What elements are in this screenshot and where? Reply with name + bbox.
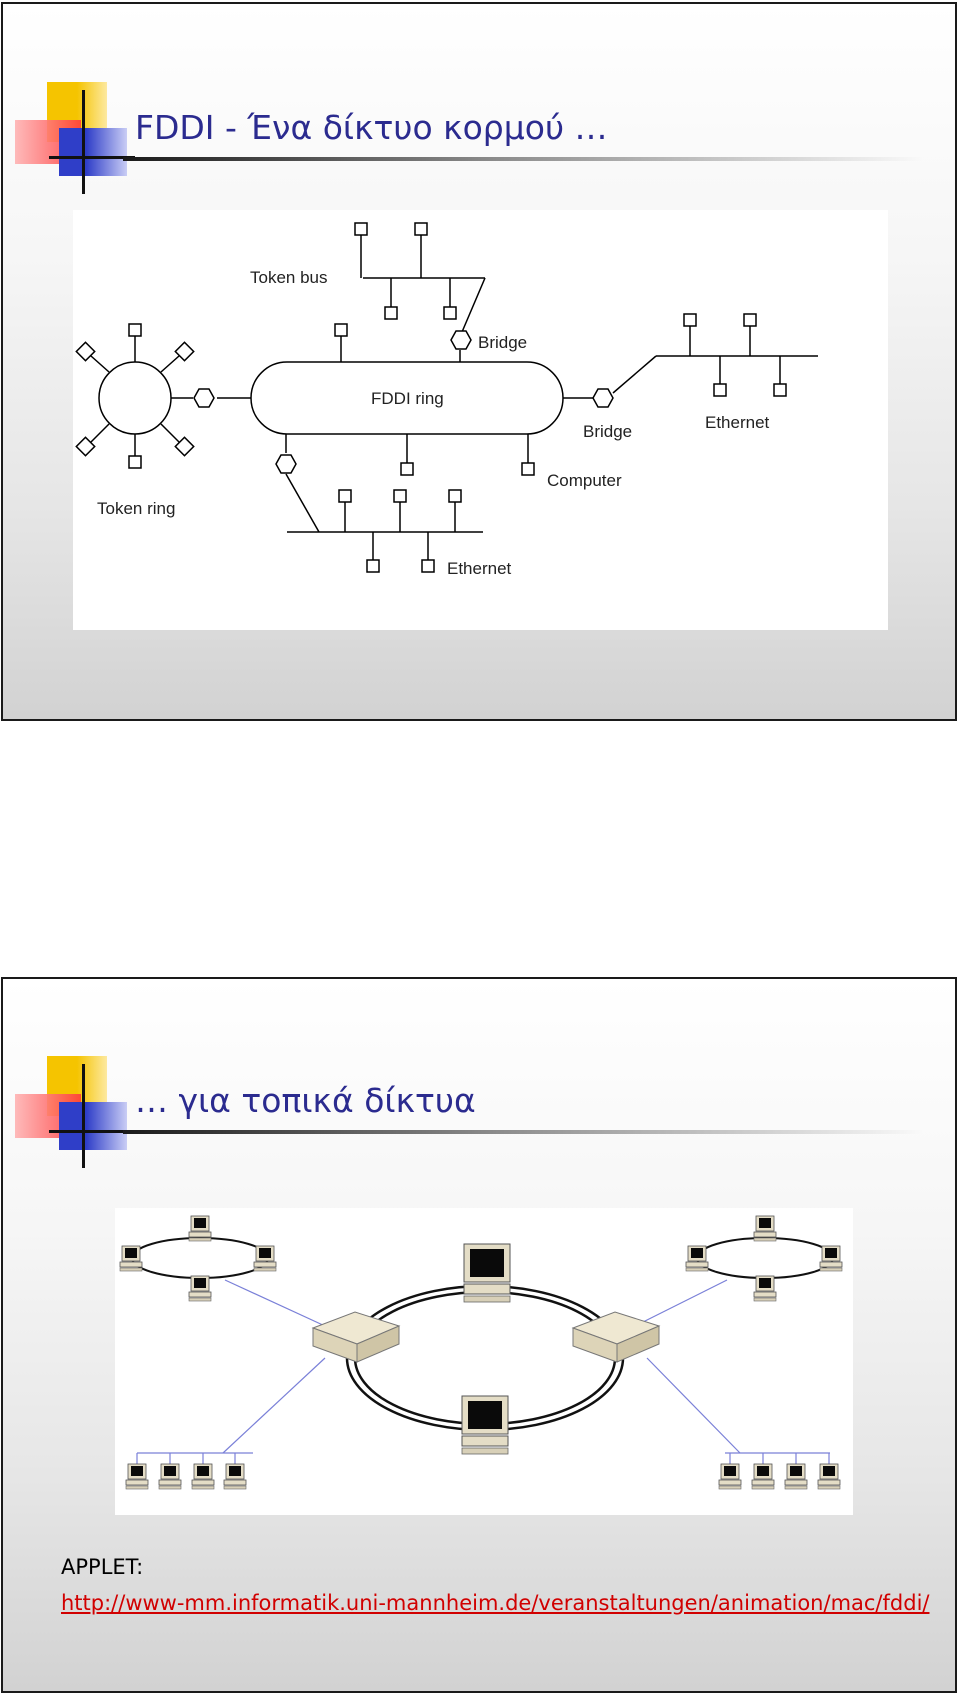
applet-url-link[interactable]: http://www-mm.informatik.uni-mannheim.de… [61, 1591, 930, 1615]
applet-label: APPLET: [61, 1555, 144, 1579]
label-bridge-right: Bridge [583, 422, 632, 441]
label-token-bus: Token bus [250, 268, 328, 287]
label-fddi-ring: FDDI ring [371, 389, 444, 408]
fddi-lan-illustration [115, 1208, 853, 1515]
label-ethernet-right: Ethernet [705, 413, 770, 432]
label-token-ring: Token ring [97, 499, 175, 518]
fddi-lan-svg [119, 1215, 843, 1490]
label-ethernet-bottom: Ethernet [447, 559, 512, 578]
slide-title: … για τοπικά δίκτυα [135, 1081, 476, 1120]
slide-fddi-backbone: FDDI - Ένα δίκτυο κορμού … [1, 2, 957, 721]
title-underline [123, 1130, 923, 1134]
slide-logo-decoration [15, 82, 135, 194]
label-bridge-top: Bridge [478, 333, 527, 352]
slide-local-networks: … για τοπικά δίκτυα [1, 977, 957, 1693]
fddi-diagram-svg: Token bus Bridge FDDI ring Bridge Ethern… [75, 222, 818, 578]
slide-logo-decoration [15, 1056, 135, 1168]
fddi-network-diagram: Token bus Bridge FDDI ring Bridge Ethern… [73, 210, 888, 630]
label-computer: Computer [547, 471, 622, 490]
title-underline [123, 157, 923, 161]
slide-title: FDDI - Ένα δίκτυο κορμού … [135, 108, 608, 147]
